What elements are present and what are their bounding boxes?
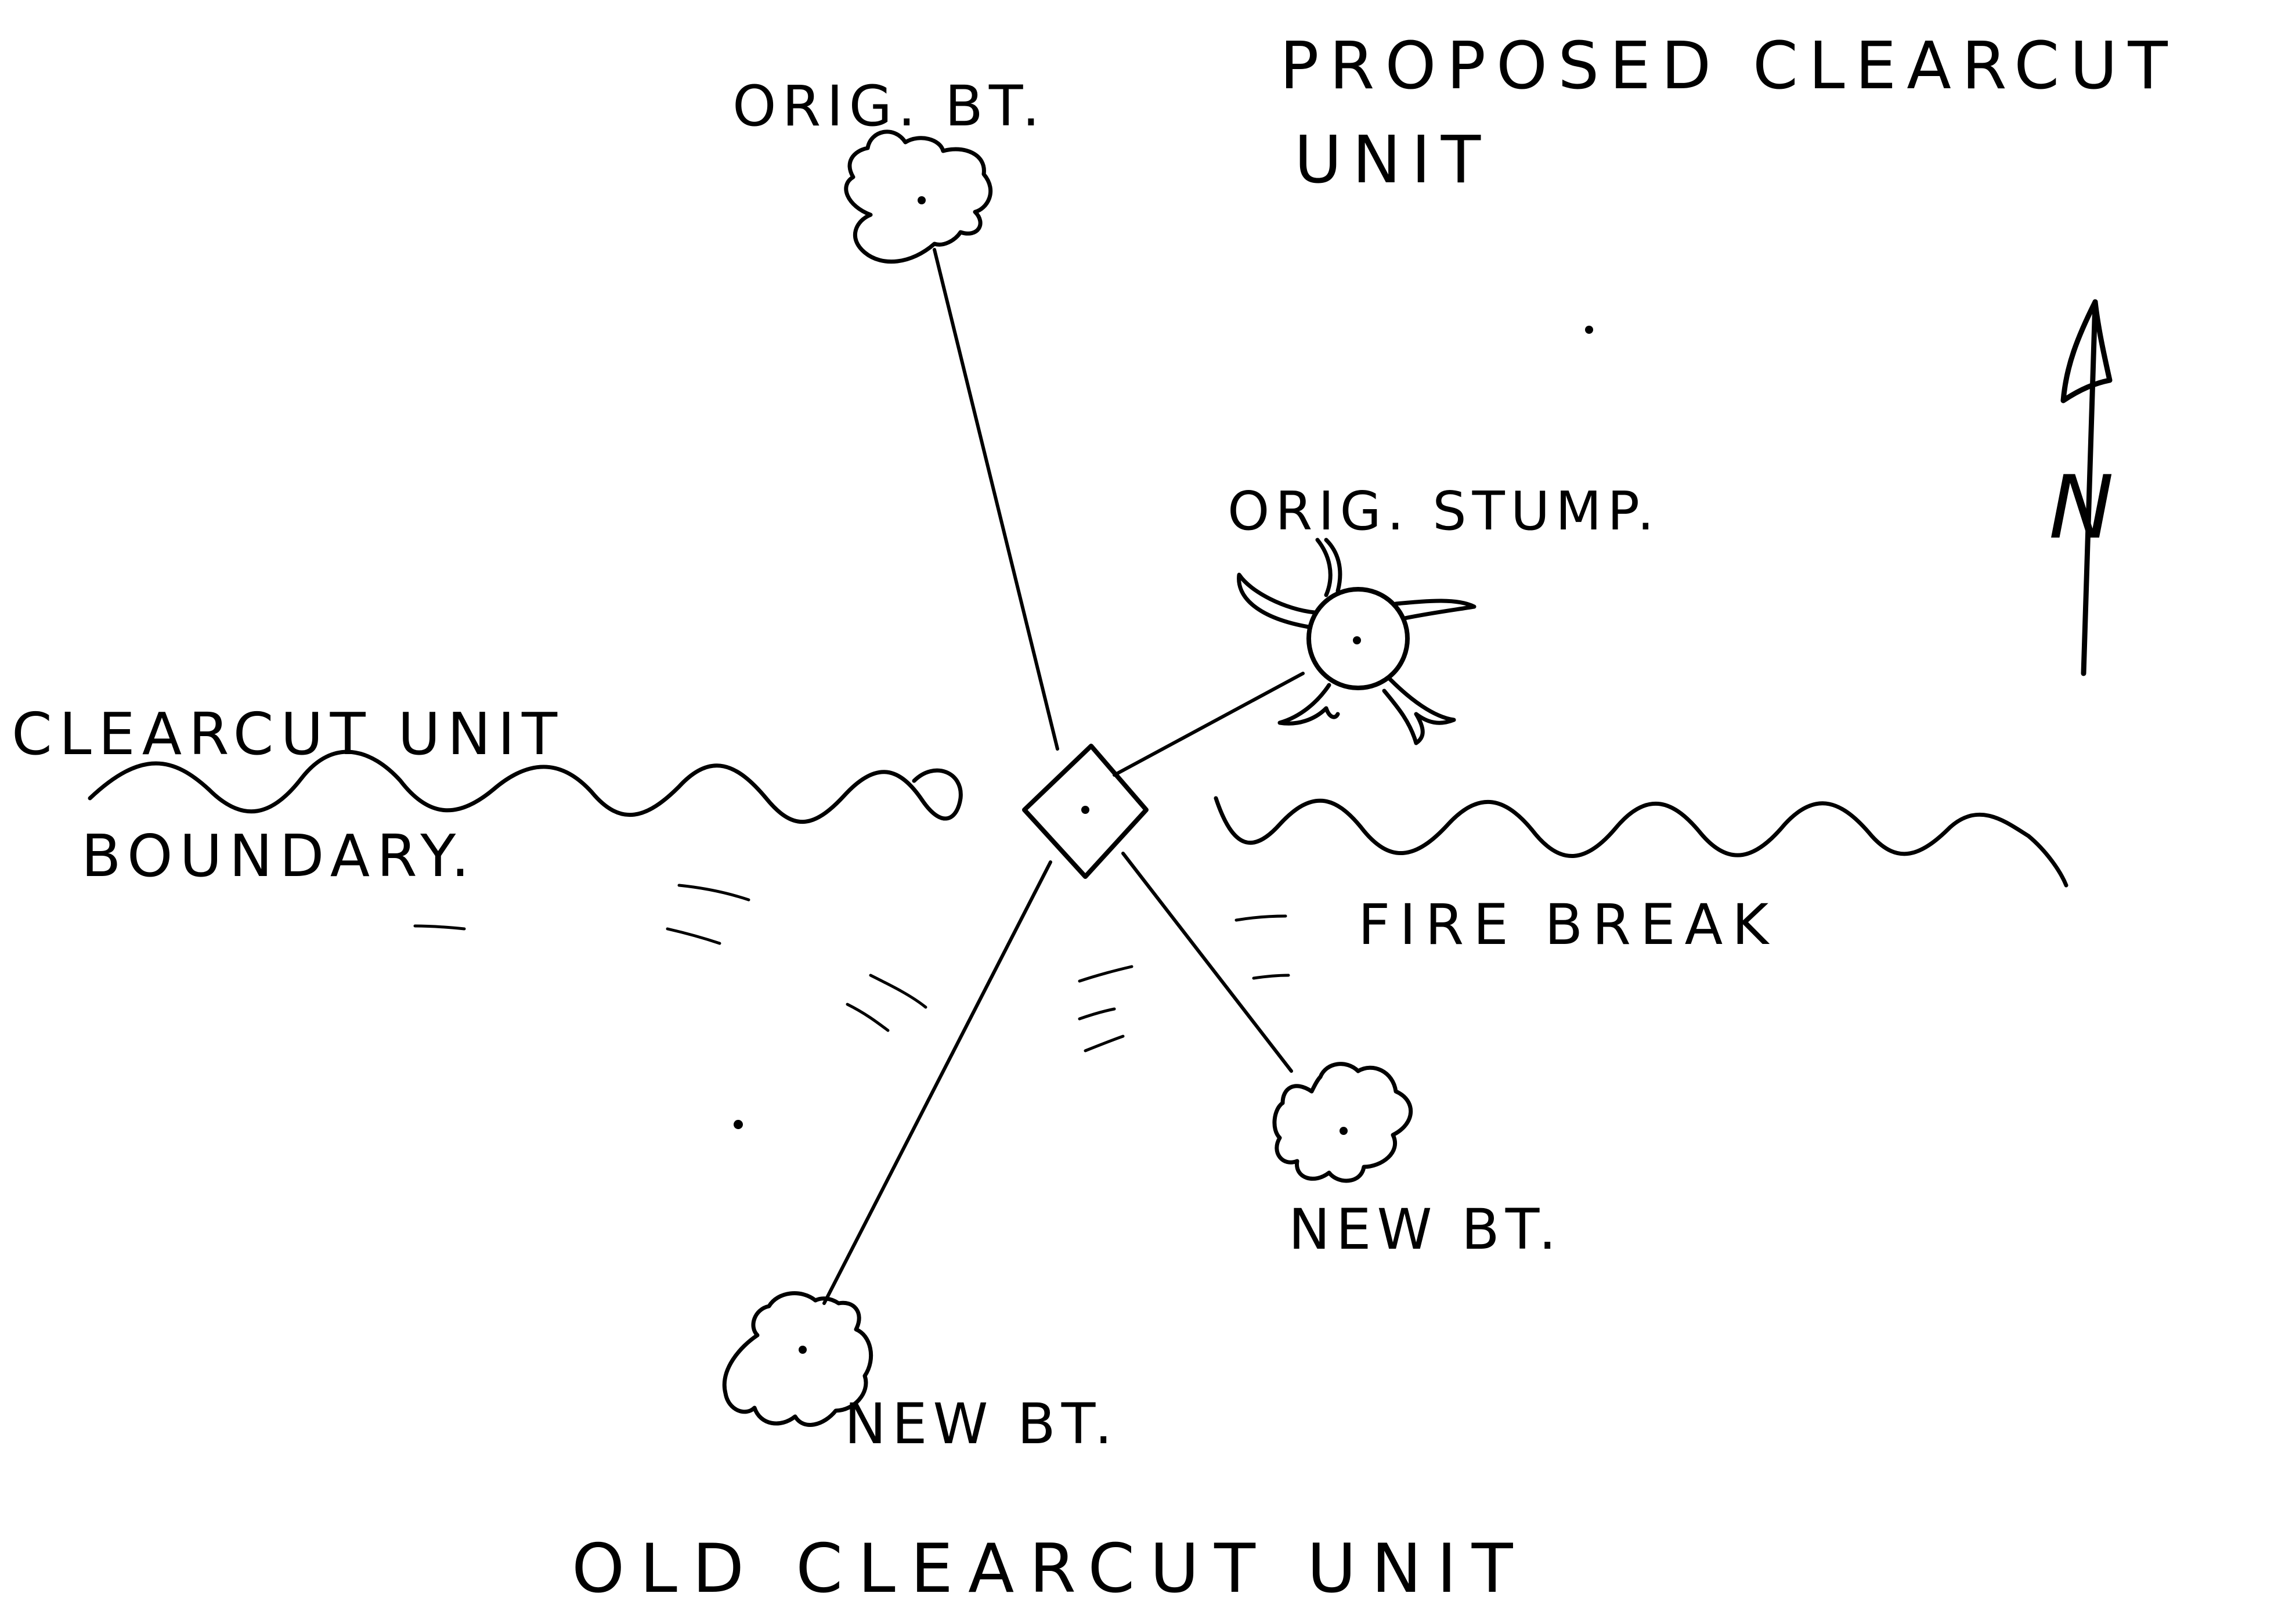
north-label: N xyxy=(2049,457,2114,558)
stray-dot xyxy=(734,1120,743,1129)
diamond-marker-icon xyxy=(1022,744,1149,879)
stump-icon xyxy=(1237,538,1476,745)
clearcut-boundary-line-left xyxy=(88,749,963,824)
bearing-tree-icon xyxy=(722,1291,873,1427)
clearcut-unit-label: CLEARCUT UNIT xyxy=(12,700,565,768)
orig-stump-label: ORIG. STUMP. xyxy=(1228,480,1660,542)
north-arrow-icon xyxy=(2060,299,2113,676)
bearing-line-new-bt-left xyxy=(822,860,1052,1305)
new-bt-right-label: NEW BT. xyxy=(1288,1197,1562,1262)
new-bt-left-label: NEW BT. xyxy=(844,1392,1118,1457)
proposed-clearcut-label: PROPOSED CLEARCUT xyxy=(1280,28,2178,104)
bearing-line-new-bt-right xyxy=(1121,852,1293,1073)
slope-hachure-marks xyxy=(413,884,1290,1053)
bearing-line-orig-bt xyxy=(933,248,1059,751)
bearing-tree-icon xyxy=(1272,1062,1413,1183)
bearing-line-orig-stump xyxy=(1113,672,1305,777)
old-clearcut-unit-label: OLD CLEARCUT UNIT xyxy=(572,1530,1528,1608)
bearing-tree-icon xyxy=(844,129,993,264)
fire-break-label: FIRE BREAK xyxy=(1358,892,1778,957)
stray-dot xyxy=(1585,326,1593,334)
fire-break-line xyxy=(1214,796,2068,888)
boundary-label: BOUNDARY. xyxy=(81,822,476,890)
orig-bt-label: ORIG. BT. xyxy=(732,74,1046,139)
proposed-unit-label: UNIT xyxy=(1294,122,1492,198)
